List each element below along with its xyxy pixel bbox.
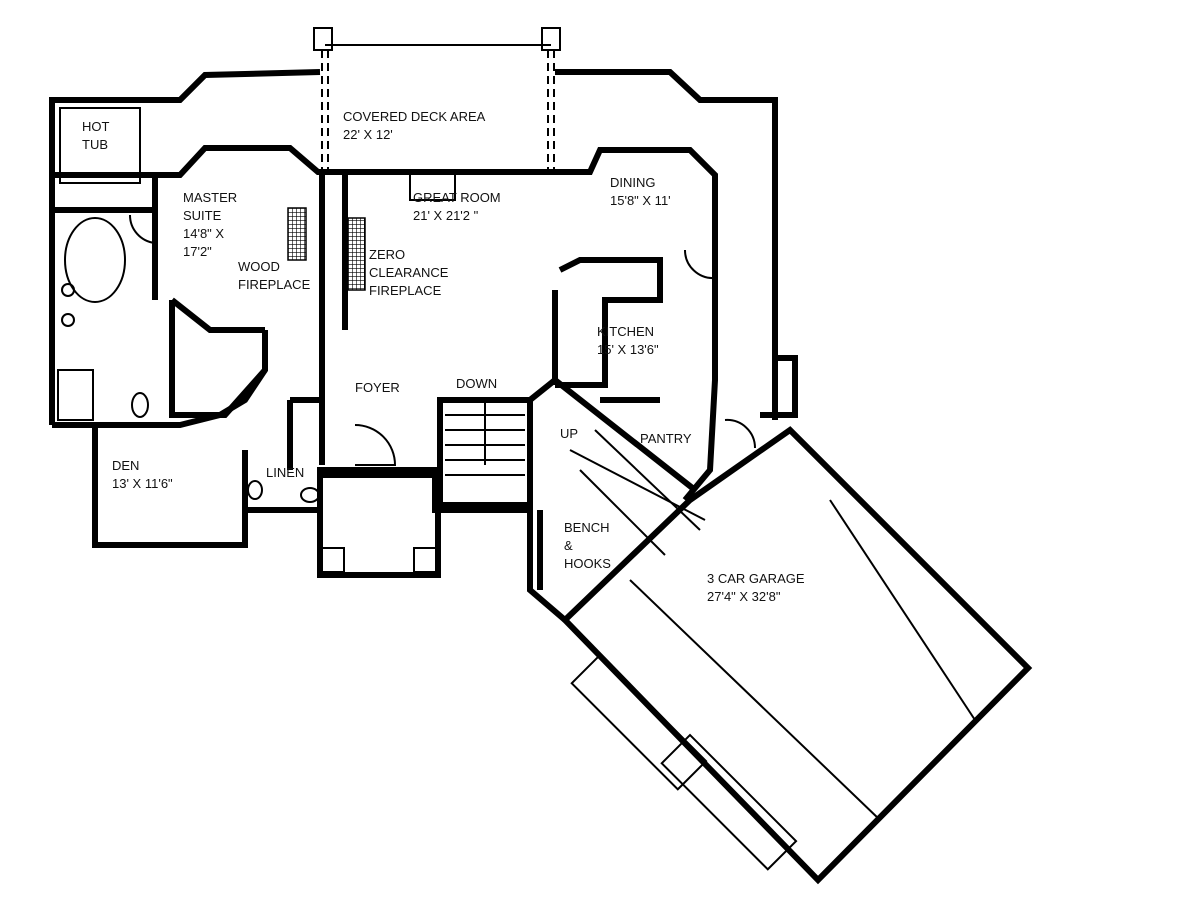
door[interactable] [128,214,156,244]
interior-walls [52,145,718,590]
pantry-label: PANTRY [640,431,692,446]
master-suite-label-2: SUITE [183,208,222,223]
covered-deck-label: COVERED DECK AREA [343,109,486,124]
zero-clearance-label-2: CLEARANCE [369,265,449,280]
up-label: UP [560,426,578,441]
great-room-label: GREAT ROOM [413,190,501,205]
bench-label-2: & [564,538,573,553]
exterior-walls [49,69,1033,885]
covered-deck [313,27,561,172]
garage-size: 27'4" X 32'8" [707,589,781,604]
wood-fireplace-hearth [287,207,307,261]
garage-label: 3 CAR GARAGE [707,571,805,586]
bathtub [64,217,126,303]
covered-deck-size: 22' X 12' [343,127,393,142]
patio-door[interactable] [409,175,456,201]
sink [61,313,75,327]
dining-size: 15'8" X 11' [610,193,671,208]
kitchen-size: 15' X 13'6" [597,342,659,357]
den-size: 13' X 11'6" [112,476,173,491]
deck-post [313,27,333,51]
great-room-size: 21' X 21'2 " [413,208,479,223]
wood-fireplace-label-2: FIREPLACE [238,277,311,292]
porch-post [321,547,345,573]
down-label: DOWN [456,376,497,391]
den-label: DEN [112,458,139,473]
front-porch [317,472,441,578]
garage-outline [560,426,1033,885]
porch-post [413,547,437,573]
dining-label: DINING [610,175,656,190]
door[interactable] [724,418,757,449]
master-suite-size-2: 17'2" [183,244,212,259]
bench-label: BENCH [564,520,610,535]
wood-fireplace-label: WOOD [238,259,280,274]
zero-clearance-label: ZERO [369,247,405,262]
front-door[interactable] [354,424,397,466]
hot-tub-label-2: TUB [82,137,108,152]
linen-label: LINEN [266,465,304,480]
stairs-down [445,400,525,476]
toilet [247,480,263,500]
toilet [300,487,320,503]
zero-clearance-fireplace-hearth [347,217,366,291]
bench-label-3: HOOKS [564,556,611,571]
kitchen-label: KITCHEN [597,324,654,339]
hot-tub-label: HOT [82,119,110,134]
stairs-up [569,429,706,556]
deck-post [541,27,561,51]
shower [57,369,94,421]
foyer-label: FOYER [355,380,400,395]
master-suite-size: 14'8" X [183,226,224,241]
master-suite-label: MASTER [183,190,237,205]
zero-clearance-label-3: FIREPLACE [369,283,442,298]
door[interactable] [683,249,716,280]
hot-tub [59,107,141,184]
toilet [131,392,149,418]
sink [61,283,75,297]
